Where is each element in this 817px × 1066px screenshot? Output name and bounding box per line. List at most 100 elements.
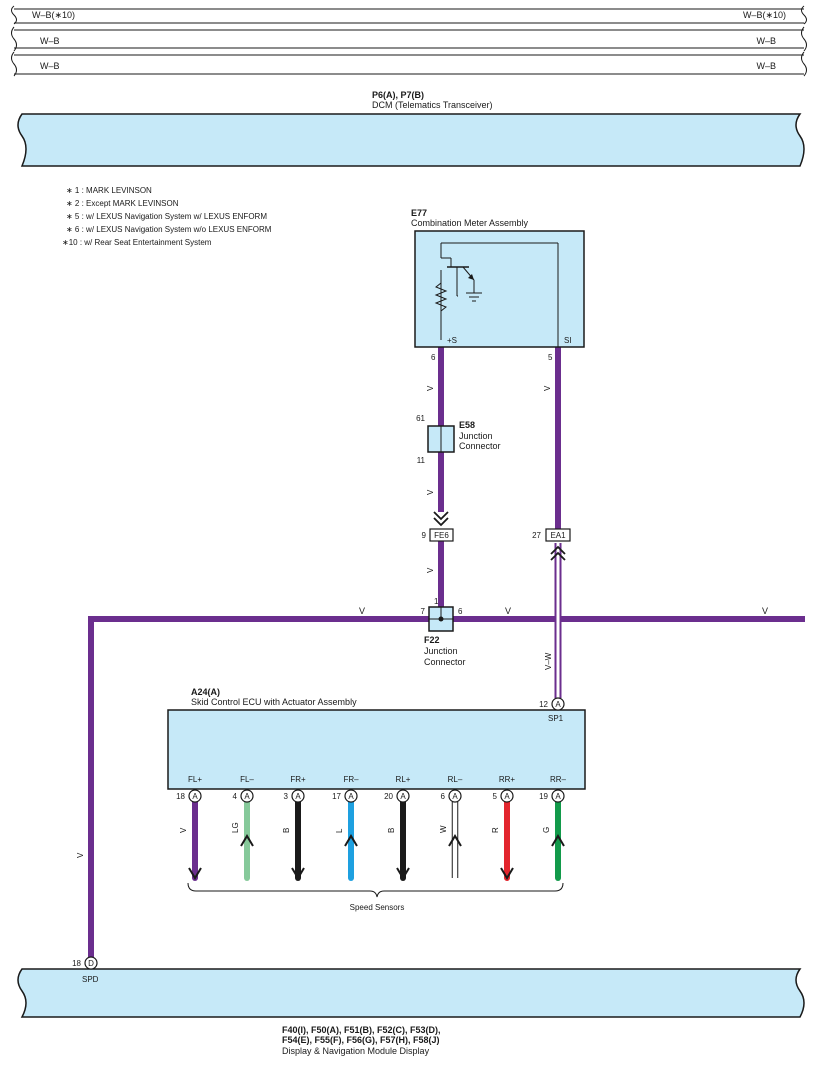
wire-color-fr-minus: L (335, 828, 344, 833)
ecu-conn-rr-minus: A (555, 792, 561, 801)
wire-bus-group: W–B(∗10) W–B(∗10) W–B W–B W–B W–B (11, 5, 807, 77)
ecu-term-rl-minus: RL– (448, 775, 463, 784)
display-code-1: F40(I), F50(A), F51(B), F52(C), F53(D), (282, 1025, 441, 1035)
bus-line-3: W–B W–B (11, 51, 807, 77)
e58-pin-61: 61 (416, 414, 425, 423)
ecu-pin-sp1-circle (551, 697, 565, 711)
ecu-term-rr-plus: RR+ (499, 775, 516, 784)
wire-color-rl-minus: W (439, 825, 448, 833)
f22-code: F22 (424, 635, 440, 645)
ecu-pin-rr-plus: 5 (493, 792, 498, 801)
ecu-conn-rr-plus: A (504, 792, 510, 801)
connector-ea1: EA1 27 V–W (532, 528, 571, 670)
ecu-pin-fl-minus: 4 (233, 792, 238, 801)
arrow-down-icon (500, 867, 514, 880)
ecu-term-rr-minus: RR– (550, 775, 567, 784)
ecu-pin-fl-plus: 18 (176, 792, 185, 801)
wire-color-meter-s: V (426, 385, 435, 391)
meter-term-s: +S (447, 336, 457, 345)
ecu-pin-rl-minus: 6 (441, 792, 446, 801)
wire-color-fl-plus: V (179, 827, 188, 833)
ecu-pin-rr-minus: 19 (539, 792, 548, 801)
speed-sensors-bracket (187, 882, 564, 898)
dcm-component: P6(A), P7(B) DCM (Telematics Transceiver… (17, 90, 805, 167)
ecu-pin-fr-plus: 3 (284, 792, 289, 801)
wire-color-far-right: V (762, 606, 768, 616)
wire-color-rr-minus: G (542, 827, 551, 833)
display-pin-circle (84, 956, 98, 970)
ecu-pin-circle-rr-minus (551, 789, 565, 803)
wire-color-f22-right: V (505, 606, 511, 616)
fe6-pin-9: 9 (422, 531, 427, 540)
bus-line-2: W–B W–B (11, 26, 807, 52)
ecu-pin-circle-rl-minus (448, 789, 462, 803)
dcm-code: P6(A), P7(B) (372, 90, 424, 100)
wire-color-meter-si: V (543, 385, 552, 391)
meter-term-si: SI (564, 336, 572, 345)
meter-code: E77 (411, 208, 427, 218)
arrow-up-icon (240, 834, 254, 847)
ecu-conn-rl-minus: A (452, 792, 458, 801)
violet-wires (88, 347, 805, 957)
display-pin: 18 (72, 959, 81, 968)
ecu-terminal-group: FL+A18VFL–A4LGFR+A3BFR–A17LRL+A20BRL–A6W… (176, 775, 567, 881)
bus-2-right-label: W–B (756, 36, 776, 46)
meter-name: Combination Meter Assembly (411, 218, 529, 228)
wire-color-display-spd: V (76, 852, 85, 858)
arrow-up-icon (550, 545, 566, 561)
arrow-up-icon (551, 834, 565, 847)
wire-color-rl-plus: B (387, 828, 396, 833)
ecu-sp1-conn: A (555, 700, 561, 709)
wire-color-rr-plus: R (491, 827, 500, 833)
transistor-icon (440, 242, 559, 347)
display-conn: D (88, 959, 94, 968)
ecu-term-fr-minus: FR– (343, 775, 359, 784)
note-5: ∗10 : w/ Rear Seat Entertainment System (62, 238, 212, 247)
bus-line-1: W–B(∗10) W–B(∗10) (11, 5, 807, 25)
ecu-conn-fl-plus: A (192, 792, 198, 801)
display-navigation-module: D 18 SPD F40(I), F50(A), F51(B), F52(C),… (17, 956, 805, 1056)
wire-color-fr-plus: B (282, 828, 291, 833)
note-2: ∗ 2 : Except MARK LEVINSON (66, 199, 179, 208)
bus-2-left-label: W–B (40, 36, 60, 46)
notes-list: ∗ 1 : MARK LEVINSON ∗ 2 : Except MARK LE… (62, 186, 272, 247)
bus-3-left-label: W–B (40, 61, 60, 71)
ecu-pin-circle-fl-minus (240, 789, 254, 803)
ecu-pin-fr-minus: 17 (332, 792, 341, 801)
connector-fe6: FE6 9 V (422, 511, 454, 573)
ecu-pin-circle-fl-plus (188, 789, 202, 803)
bus-3-right-label: W–B (756, 61, 776, 71)
ea1-box (545, 528, 571, 542)
ecu-conn-rl-plus: A (400, 792, 406, 801)
wire-color-e58-fe6: V (426, 489, 435, 495)
fe6-box (429, 528, 454, 542)
note-1: ∗ 1 : MARK LEVINSON (66, 186, 152, 195)
f22-pin-6: 6 (458, 607, 463, 616)
ea1-pin-27: 27 (532, 531, 541, 540)
display-code-2: F54(E), F55(F), F56(G), F57(H), F58(J) (282, 1035, 440, 1045)
ecu-pin-circle-rl-plus (396, 789, 410, 803)
junction-connector-f22: 1 7 6 F22 Junction Connector V V V (359, 597, 768, 667)
ecu-term-fl-plus: FL+ (188, 775, 202, 784)
f22-pin-1: 1 (434, 597, 439, 606)
wire-color-f22-left: V (359, 606, 365, 616)
ecu-sp1-pin: 12 (539, 700, 548, 709)
splice-dot-icon (438, 616, 444, 622)
ecu-term-rl-plus: RL+ (396, 775, 411, 784)
meter-pin-5: 5 (548, 353, 553, 362)
display-term-spd: SPD (82, 975, 99, 984)
ecu-conn-fl-minus: A (244, 792, 250, 801)
f22-pin-7: 7 (421, 607, 426, 616)
ecu-code: A24(A) (191, 687, 220, 697)
e58-name-1: Junction (459, 431, 493, 441)
ecu-pin-circle-fr-plus (291, 789, 305, 803)
skid-control-ecu: A24(A) Skid Control ECU with Actuator As… (167, 687, 586, 912)
ecu-sp1-term: SP1 (548, 714, 564, 723)
dcm-block (17, 113, 805, 167)
note-3: ∗ 5 : w/ LEXUS Navigation System w/ LEXU… (66, 212, 267, 221)
bus-1-left-label: W–B(∗10) (32, 10, 75, 20)
display-name: Display & Navigation Module Display (282, 1046, 430, 1056)
ecu-name: Skid Control ECU with Actuator Assembly (191, 697, 357, 707)
e58-pin-11: 11 (417, 456, 426, 465)
